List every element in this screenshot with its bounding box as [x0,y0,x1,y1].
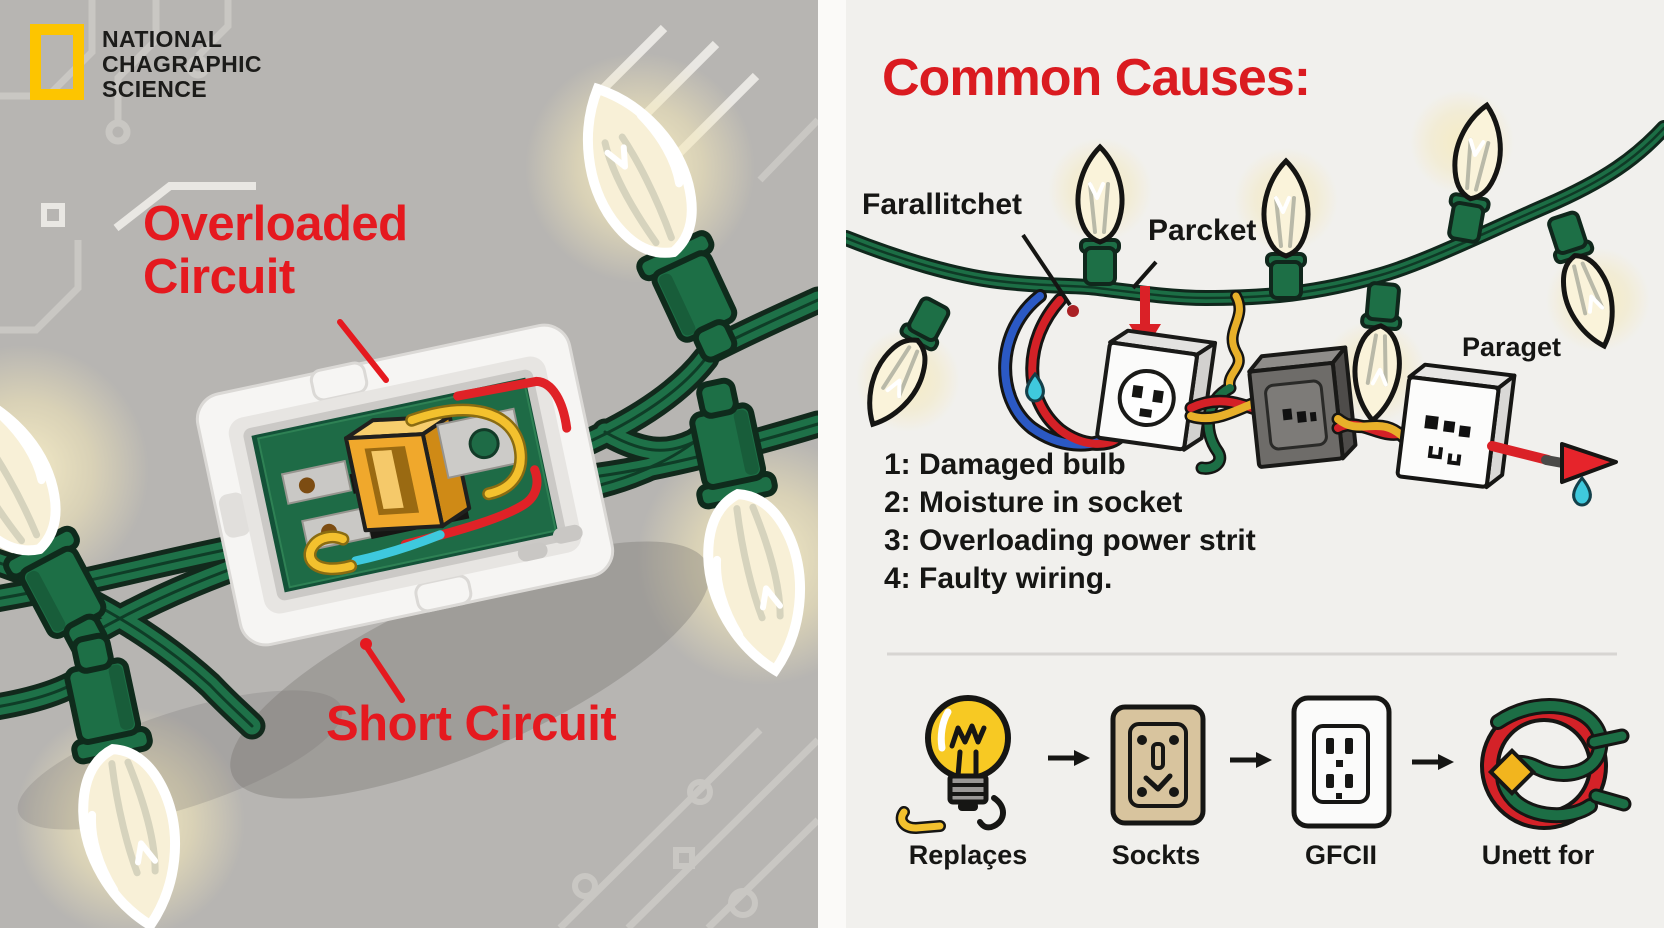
brand-line-2: CHAGRAPHIC [102,51,262,77]
cause-item-1: 1: Damaged bulb [884,448,1126,481]
brand-line-3: SCIENCE [102,76,208,102]
step-label-sockets: Sockts [1111,840,1201,870]
pointer-lines [1021,233,1158,317]
cyan-trace [351,530,445,566]
causes-list: 1: Damaged bulb 2: Moisture in socket 3:… [884,446,1256,598]
gfci-outlet-icon [1291,695,1392,829]
controller-box [195,323,615,647]
step-label-replaces: Replaçes [908,840,1028,870]
common-causes-title: Common Causes: [882,49,1311,107]
socket-plate-icon [1110,704,1206,826]
step-label-unett: Unett for [1481,840,1595,870]
yellow-trace [407,406,525,498]
right-illustration [846,0,1664,928]
step-label-gfci: GFCII [1305,840,1377,870]
tangled-wire-icon [1480,698,1632,830]
string-label-farallitchet: Farallitchet [862,188,1023,221]
overloaded-circuit-label: Overloaded Circuit [143,197,408,304]
socket-box-gray [1247,345,1358,469]
contact-tab [280,459,353,505]
short-circuit-label: Short Circuit [326,697,617,751]
exit-wire-arrow [1487,441,1618,484]
string-label-parcket: Parcket [1148,214,1257,247]
left-illustration [0,0,818,928]
string-bulb-up-1 [1078,147,1122,284]
socket-box-white [1395,362,1517,490]
fuse-block [343,414,472,533]
brand-line-1: NATIONAL [102,26,223,52]
leader-lines [337,319,405,703]
string-bulb-up-2 [1264,161,1308,298]
panel-divider [818,0,846,928]
bulb-icon [895,695,1011,835]
socket-box-moisture [1095,328,1218,452]
box-shadow [230,541,710,799]
string-label-paraget: Paraget [1462,332,1562,362]
red-trace [453,376,572,433]
brand-logo: NATIONAL CHAGRAPHIC SCIENCE [102,27,262,102]
left-panel: NATIONAL CHAGRAPHIC SCIENCE Overloaded C… [0,0,818,928]
logo-frame [30,24,84,100]
cause-item-3: 3: Overloading power strit [884,524,1256,557]
cause-item-2: 2: Moisture in socket [884,486,1183,519]
curl-mark-icon [977,795,1006,831]
cause-item-4: 4: Faulty wiring. [884,562,1113,595]
right-panel: Common Causes: Farallitchet Parcket Para… [846,0,1664,928]
circuit-traces [0,0,818,928]
